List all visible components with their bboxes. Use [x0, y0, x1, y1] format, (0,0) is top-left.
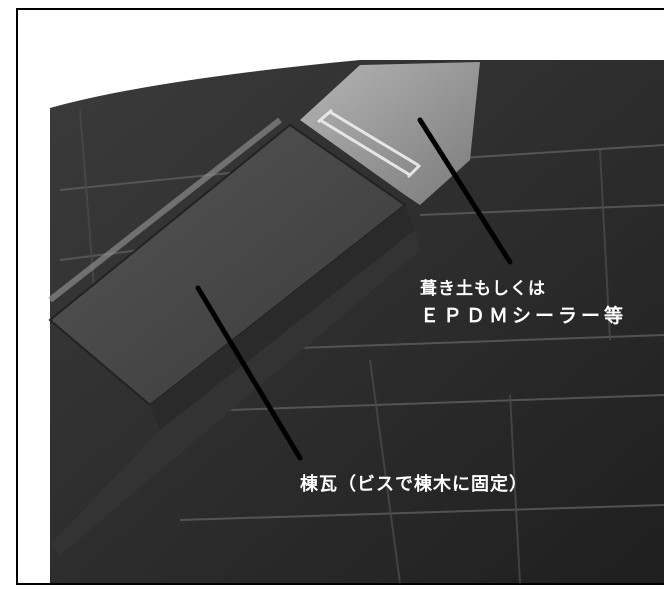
ridge-line	[50, 230, 420, 555]
sealer-label-line2: ＥＰＤＭシーラー等	[420, 305, 628, 327]
pointer-line-sealer	[417, 117, 513, 265]
fixing-bracket	[317, 108, 422, 179]
ridge-sealer-strip	[300, 62, 480, 205]
pointer-line-ridge-tile	[195, 285, 303, 461]
ridge-cap-side	[150, 205, 415, 430]
sealer-label-line1: 葺き土もしくは	[420, 279, 546, 299]
ridge-tile-label: 棟瓦（ビスで棟木に固定）	[300, 474, 528, 495]
ridge-edge-highlight	[48, 117, 282, 303]
roof-surface	[50, 60, 664, 583]
